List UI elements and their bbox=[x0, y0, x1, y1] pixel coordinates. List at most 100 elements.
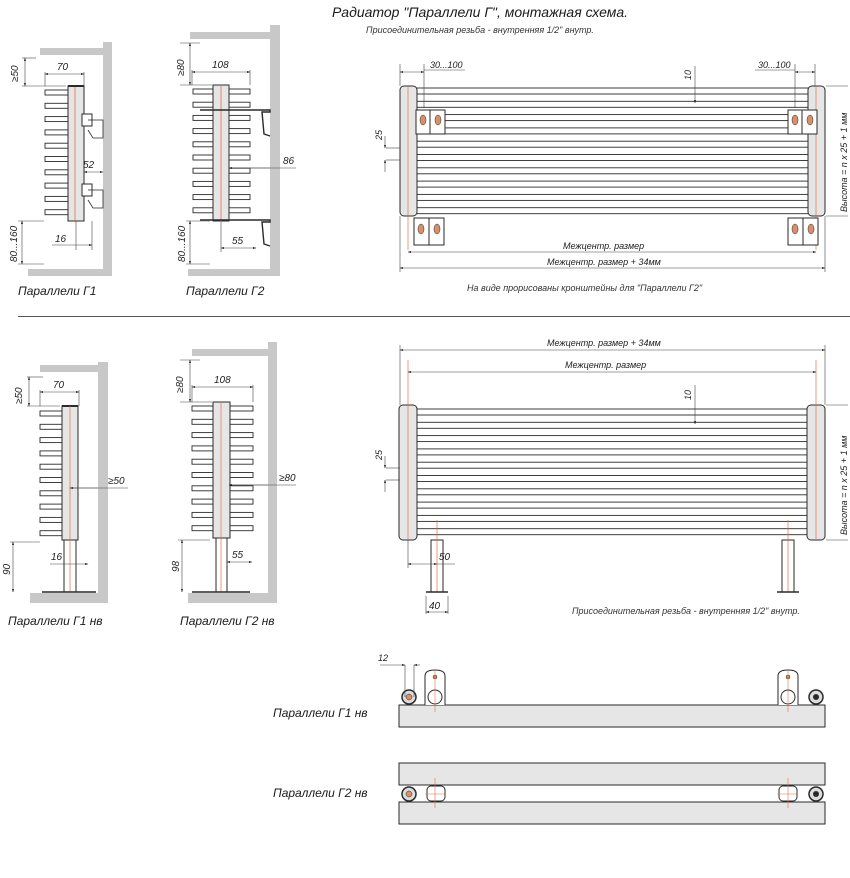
keyhole-icon bbox=[433, 223, 441, 235]
front-view-note-bottom: Присоединительная резьба - внутренняя 1/… bbox=[572, 606, 800, 616]
connector-left bbox=[426, 785, 446, 802]
fin bbox=[44, 129, 69, 136]
dim-axis-to-wall: 86 bbox=[283, 156, 295, 167]
bracket-bottom bbox=[200, 219, 271, 247]
dim-center-distance: Межцентр. размер bbox=[565, 360, 646, 370]
dim-axis-to-wall: ≥50 bbox=[108, 476, 125, 487]
fin bbox=[39, 423, 63, 430]
horizontal-tube bbox=[401, 193, 824, 201]
fin bbox=[39, 503, 63, 510]
radiator-body bbox=[398, 704, 826, 728]
dim-gap: 10 bbox=[683, 70, 693, 80]
side-view-g1: ≥50 70 52 16 80...160 bbox=[9, 42, 112, 276]
dim-bracket-offset-right: 30...100 bbox=[758, 60, 791, 70]
horizontal-tube bbox=[400, 435, 824, 443]
fin bbox=[39, 530, 63, 537]
horizontal-tube bbox=[400, 421, 824, 429]
dim-wall-offset: 55 bbox=[232, 236, 244, 247]
keyhole-icon bbox=[419, 114, 427, 126]
collector-right bbox=[807, 85, 826, 217]
dim-foot-width: 40 bbox=[429, 601, 441, 612]
fin bbox=[39, 450, 63, 457]
fin bbox=[44, 116, 69, 123]
horizontal-tube bbox=[401, 100, 824, 108]
horizontal-tube bbox=[400, 461, 824, 469]
collector-tube bbox=[67, 85, 85, 222]
dim-axis-to-wall: ≥80 bbox=[279, 473, 296, 484]
top-view-g1-nv: 12 bbox=[378, 653, 826, 728]
fin bbox=[44, 142, 69, 149]
fin bbox=[44, 195, 69, 202]
keyhole-icon bbox=[806, 114, 814, 126]
fins bbox=[44, 89, 69, 216]
collector-left bbox=[399, 85, 418, 217]
radiator-body-back bbox=[398, 801, 826, 825]
dim-pitch: 25 bbox=[374, 449, 384, 461]
dim-bracket-offset-left: 30...100 bbox=[430, 60, 463, 70]
dim-offset: 12 bbox=[378, 653, 388, 663]
dim-depth: 108 bbox=[212, 60, 229, 71]
horizontal-tube bbox=[401, 154, 824, 161]
horizontal-tubes bbox=[401, 87, 824, 215]
fins bbox=[39, 410, 63, 537]
dim-depth: 108 bbox=[214, 375, 231, 386]
bracket-top-left bbox=[415, 109, 446, 135]
dim-wall-offset: 16 bbox=[55, 234, 67, 245]
keyhole-icon bbox=[791, 223, 799, 235]
section-divider bbox=[18, 316, 850, 317]
keyhole-icon bbox=[807, 223, 815, 235]
dim-top-clearance: ≥50 bbox=[14, 387, 25, 404]
fin bbox=[39, 516, 63, 523]
floor-leg bbox=[215, 537, 228, 593]
bracket-bottom-left bbox=[413, 217, 445, 246]
fin bbox=[39, 477, 63, 483]
side-view-g2: ≥80 108 86 55 80...160 bbox=[176, 25, 296, 276]
horizontal-tube bbox=[401, 207, 824, 215]
fin bbox=[39, 490, 63, 497]
front-view-floor: Межцентр. размер + 34мм Межцентр. размер… bbox=[374, 338, 849, 614]
horizontal-tube bbox=[400, 475, 824, 482]
fin bbox=[44, 156, 69, 162]
horizontal-tube bbox=[400, 448, 824, 456]
dim-bracket: 52 bbox=[83, 160, 95, 171]
fin bbox=[39, 437, 63, 444]
label-g1: Параллели Г1 bbox=[18, 284, 97, 298]
wall-shape bbox=[28, 42, 112, 276]
keyhole-icon bbox=[417, 223, 425, 235]
keyhole-icon bbox=[434, 114, 442, 126]
dim-height-formula: Высота = n x 25 + 1 мм bbox=[839, 436, 849, 535]
fin bbox=[39, 463, 63, 470]
dim-leg-offset: 50 bbox=[439, 552, 451, 563]
label-top-g2-nv: Параллели Г2 нв bbox=[273, 786, 368, 800]
horizontal-tubes bbox=[400, 408, 824, 536]
horizontal-tube bbox=[400, 488, 824, 496]
dim-gap: 10 bbox=[683, 390, 693, 400]
wall-shape bbox=[188, 342, 277, 603]
dim-overall-length: Межцентр. размер + 34мм bbox=[547, 338, 661, 348]
fin bbox=[44, 102, 69, 109]
fin bbox=[44, 182, 69, 189]
fin bbox=[44, 89, 69, 96]
dim-height-formula: Высота = n x 25 + 1 мм bbox=[839, 113, 849, 212]
horizontal-tube bbox=[400, 408, 824, 416]
bracket-top-right bbox=[787, 109, 818, 135]
label-g2-nv: Параллели Г2 нв bbox=[180, 614, 275, 628]
dim-leg-height: 98 bbox=[171, 560, 182, 572]
collector-tube bbox=[212, 401, 231, 539]
label-g1-nv: Параллели Г1 нв bbox=[8, 614, 103, 628]
dim-top-clearance: ≥80 bbox=[176, 59, 187, 76]
side-view-g1-nv: ≥50 70 ≥50 16 90 bbox=[2, 362, 128, 603]
dim-wall-offset: 16 bbox=[51, 552, 63, 563]
dim-center-distance: Межцентр. размер bbox=[563, 241, 644, 251]
dim-depth: 70 bbox=[53, 380, 65, 391]
label-g2: Параллели Г2 bbox=[186, 284, 265, 298]
horizontal-tube bbox=[401, 127, 824, 135]
fin bbox=[44, 209, 69, 216]
diagram-title: Радиатор "Параллели Г", монтажная схема. bbox=[331, 4, 629, 20]
radiator-body-front bbox=[398, 762, 826, 786]
keyhole-icon bbox=[791, 114, 799, 126]
fin bbox=[44, 169, 69, 176]
horizontal-tube bbox=[400, 514, 824, 522]
top-view-g2-nv bbox=[398, 762, 826, 825]
